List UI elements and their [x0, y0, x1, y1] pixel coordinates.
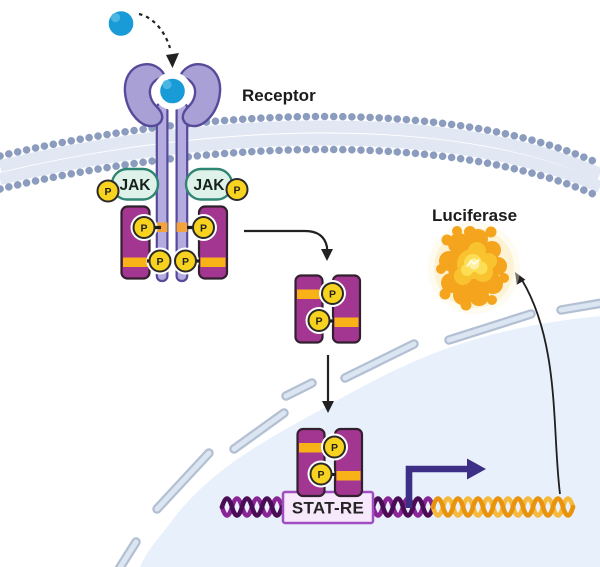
phosphate-icon [192, 216, 215, 239]
stat-stripe [336, 471, 361, 481]
reporter-gene-dark-strand [430, 496, 576, 518]
nuclear-import-arrow [322, 355, 334, 413]
ligand-icon [105, 8, 137, 39]
reporter-arrow-line [521, 279, 561, 495]
ligand-arrowhead [166, 53, 179, 68]
nuclear-envelope [114, 298, 600, 567]
phosphate-label: P [200, 222, 207, 234]
reporter-expression-arrow [515, 272, 561, 495]
membrane-tails-bottom [0, 133, 600, 193]
phosphate-label: P [329, 288, 336, 300]
stat-stripe [297, 289, 321, 299]
bound-ligand-icon [157, 75, 188, 107]
receptor-lobe-right [177, 63, 222, 128]
phosphate-icon [323, 435, 346, 459]
jak-left: P JAK [96, 167, 160, 203]
phosphate-badge: P [146, 247, 174, 275]
phosphate-icon [174, 249, 197, 273]
nucleus-body [140, 316, 600, 567]
stat-stripe [334, 317, 359, 327]
receptor-phospho-site [176, 222, 188, 232]
phosphate-label: P [182, 256, 189, 268]
free-ligand [105, 8, 179, 68]
stat-dimer-cytoplasm: P P [294, 274, 362, 344]
stat-receptor-complex: P P P P [120, 205, 229, 280]
receptor-phospho-site [156, 222, 168, 232]
signal-arrowhead [321, 249, 333, 261]
luciferase-blob-icon [428, 222, 520, 314]
membrane-heads-outer [0, 112, 600, 168]
phosphate-icon [225, 178, 249, 201]
luciferase-sparkle [466, 259, 480, 267]
phosphate-badge: P [130, 214, 161, 241]
ligand-highlight [110, 12, 121, 23]
dna-left-dark-strand [219, 496, 285, 518]
receptor-lobe-left [123, 63, 168, 128]
phosphate-icon [321, 282, 344, 305]
luciferase-body [436, 226, 509, 311]
jak-right: P JAK [184, 167, 249, 201]
luciferase-label: Luciferase [432, 206, 517, 225]
phosphate-icon [132, 216, 156, 239]
membrane-heads-inner [0, 145, 600, 201]
phosphate-badge: P [187, 214, 217, 241]
signal-arrow-line [244, 229, 329, 250]
jak-label: JAK [193, 177, 225, 194]
envelope-segments-inner [117, 300, 600, 567]
phosphate-label: P [156, 256, 163, 268]
stat-stripe [123, 257, 148, 267]
ligand-binding-dashed-arrow [138, 12, 172, 49]
dna-strand [219, 496, 576, 518]
transcription-arrowhead [467, 458, 486, 480]
transcription-start-arrow [405, 458, 486, 508]
signal-arrow [244, 229, 333, 261]
phosphate-label: P [331, 442, 338, 454]
cell-membrane [0, 112, 600, 201]
phosphate-badge: P [321, 433, 348, 461]
receptor-label: Receptor [242, 86, 316, 105]
phosphate-label: P [104, 186, 111, 198]
phosphate-badge: P [307, 460, 336, 488]
membrane-tails-top [0, 120, 600, 180]
ligand-highlight [162, 79, 172, 90]
stat-re-rect [281, 490, 375, 525]
phosphate-label: P [317, 469, 324, 481]
stat-re-label: STAT-RE [292, 499, 364, 518]
phosphate-label: P [233, 184, 240, 196]
reporter-arrowhead [515, 272, 526, 285]
phosphate-label: P [140, 222, 147, 234]
transcription-arrow-line [405, 465, 468, 508]
phosphate-icon [96, 179, 120, 203]
stat-re-box: STAT-RE [281, 490, 375, 525]
phosphate-badge: P [172, 247, 200, 275]
phosphate-icon [309, 462, 333, 486]
phosphate-label: P [315, 315, 322, 327]
dna-right-purple-dark-strand [370, 496, 436, 518]
stat-stripe [200, 257, 226, 267]
jak-label: JAK [119, 177, 151, 194]
phosphate-icon [307, 309, 331, 332]
stat-dimer-nucleus: P P [296, 427, 364, 498]
phosphate-icon [148, 249, 172, 273]
stat-stripe [299, 443, 323, 453]
phosphate-badge: P [319, 280, 346, 307]
phosphate-badge: P [305, 307, 334, 334]
receptor-icon [123, 63, 222, 283]
import-arrowhead [322, 401, 334, 413]
